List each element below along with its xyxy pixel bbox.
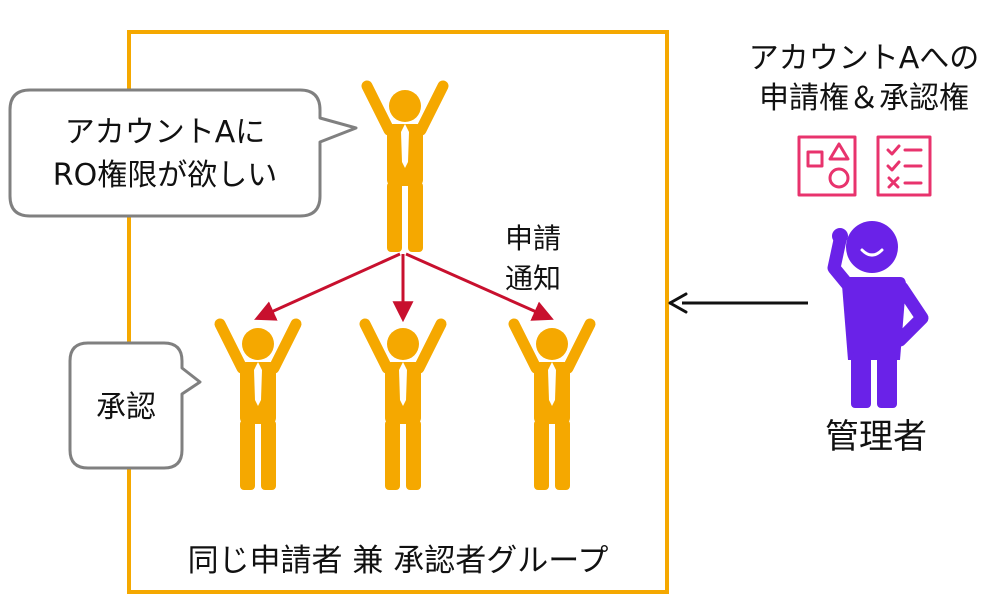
approve-bubble-text: 承認 xyxy=(96,390,156,425)
requester-person xyxy=(367,86,443,252)
group-boundary xyxy=(127,30,669,594)
request-bubble-line2: RO権限が欲しい xyxy=(53,158,277,193)
request-bubble-line1: アカウントAに xyxy=(65,115,266,150)
checklist-icon xyxy=(876,135,932,197)
admin-privilege-line1: アカウントAへの xyxy=(749,41,980,76)
approver-person-3 xyxy=(514,324,590,490)
request-bubble xyxy=(8,88,358,218)
group-label: 同じ申請者 兼 承認者グループ xyxy=(188,543,609,579)
notify-arrows xyxy=(254,252,554,323)
notify-label-line2: 通知 xyxy=(505,262,561,295)
approve-bubble xyxy=(68,341,202,470)
admin-label: 管理者 xyxy=(825,417,927,457)
approver-person-1 xyxy=(220,324,296,490)
admin-arrow xyxy=(668,292,808,314)
shapes-icon xyxy=(797,135,857,197)
notify-label-line1: 申請 xyxy=(505,222,561,255)
approver-person-2 xyxy=(365,324,441,490)
admin-person xyxy=(827,221,929,408)
admin-privilege-line2: 申請権＆承認権 xyxy=(759,81,969,116)
